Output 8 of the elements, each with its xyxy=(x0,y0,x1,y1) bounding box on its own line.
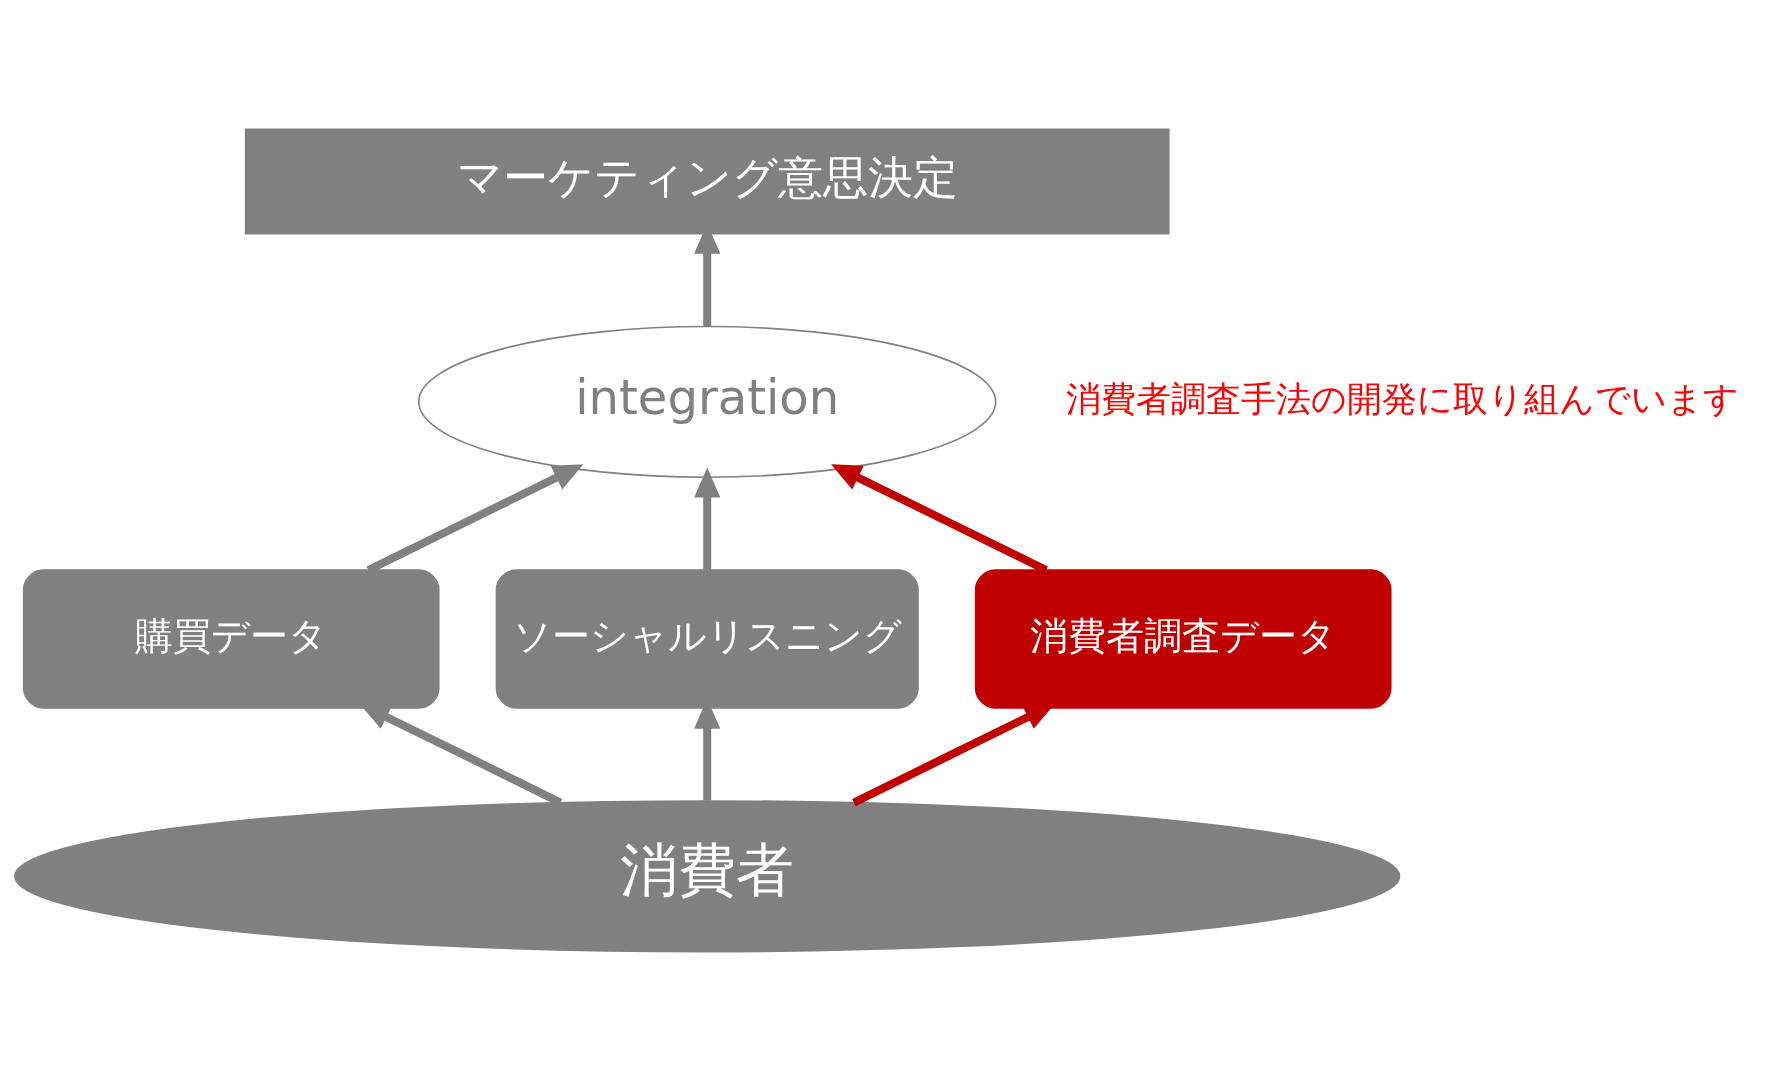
node-box: 消費者調査データ xyxy=(974,569,1392,709)
node-ellipse: integration xyxy=(417,325,997,478)
node-box: ソーシャルリスニング xyxy=(495,569,919,709)
arrow xyxy=(694,467,721,570)
node-box: マーケティング意思決定 xyxy=(244,128,1170,235)
node-box: 購買データ xyxy=(22,569,440,709)
node-ellipse: 消費者 xyxy=(14,800,1401,953)
label: 消費者調査手法の開発に取り組んでいます xyxy=(1066,377,1740,419)
